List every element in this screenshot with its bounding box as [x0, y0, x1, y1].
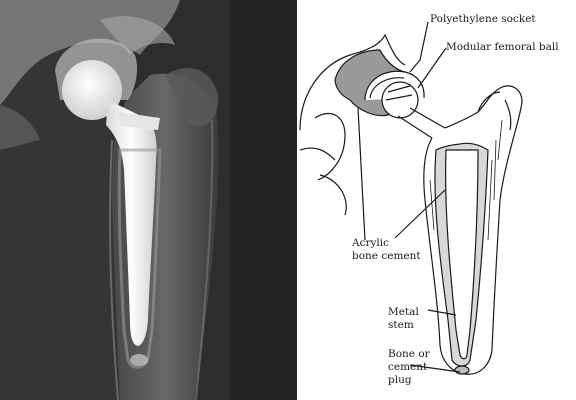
xray-image	[0, 0, 297, 400]
label-acrylic-line2: bone cement	[352, 250, 421, 262]
leader-polyethylene-socket	[410, 22, 428, 72]
label-acrylic-line1: Acrylic	[351, 237, 389, 249]
label-plug-line1: Bone or	[388, 348, 431, 360]
label-polyethylene-socket: Polyethylene socket	[430, 13, 536, 25]
label-metal-line2: stem	[388, 319, 414, 331]
label-plug-line2: cement	[388, 361, 428, 373]
leader-modular-femoral-ball	[418, 48, 446, 88]
label-plug-line3: plug	[388, 374, 412, 386]
label-metal-line1: Metal	[388, 306, 419, 318]
label-modular-femoral-ball: Modular femoral ball	[446, 41, 559, 53]
leader-acrylic-left	[358, 108, 365, 240]
